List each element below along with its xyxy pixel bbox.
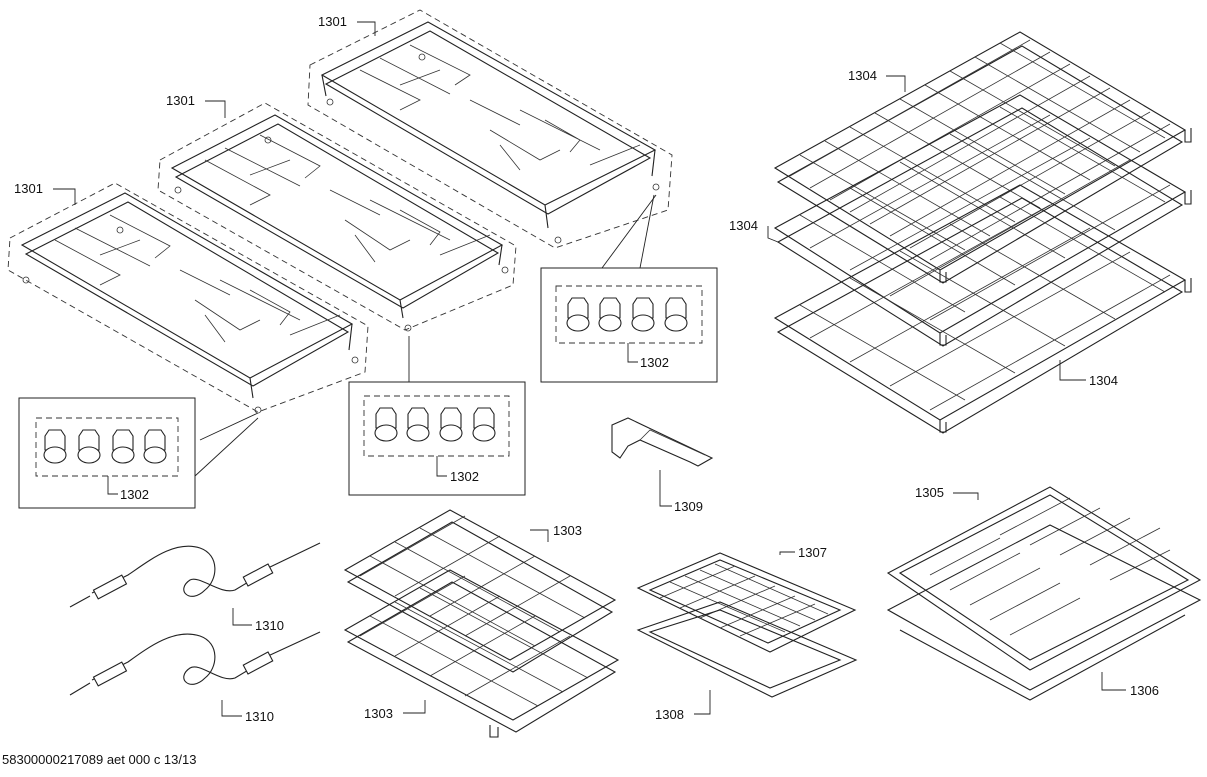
label-1304-bottom: 1304 <box>1089 373 1118 388</box>
oven-rack-1304-middle <box>773 94 1192 347</box>
knob-set-1302-left <box>18 397 259 509</box>
grate-1301-left <box>7 182 369 414</box>
knob-set-1302-middle <box>348 336 526 496</box>
label-1301-middle: 1301 <box>166 93 195 108</box>
label-1310-top: 1310 <box>255 618 284 633</box>
label-1301-top: 1301 <box>318 14 347 29</box>
label-1303-bottom: 1303 <box>364 706 393 721</box>
oven-rack-1304-top <box>773 31 1192 284</box>
label-1305: 1305 <box>915 485 944 500</box>
meat-probe-1310-top <box>69 542 321 608</box>
meat-probe-1310-bottom <box>69 631 321 696</box>
label-1304-middle: 1304 <box>729 218 758 233</box>
grate-1301-middle <box>157 102 517 332</box>
label-1302-middle: 1302 <box>450 469 479 484</box>
broiler-pan-small-1307 <box>636 552 857 653</box>
label-1307: 1307 <box>798 545 827 560</box>
broiler-pan-large-1305 <box>886 486 1202 671</box>
knob-set-1302-right <box>540 194 718 383</box>
label-1306: 1306 <box>1130 683 1159 698</box>
label-1309: 1309 <box>674 499 703 514</box>
label-1308: 1308 <box>655 707 684 722</box>
label-1304-top: 1304 <box>848 68 877 83</box>
label-1301-left: 1301 <box>14 181 43 196</box>
broiler-tray-small-1308 <box>636 601 858 698</box>
grate-1301-top <box>307 9 673 249</box>
bracket-1309 <box>611 417 714 467</box>
label-1302-right: 1302 <box>640 355 669 370</box>
label-1303-top: 1303 <box>553 523 582 538</box>
label-1310-bottom: 1310 <box>245 709 274 724</box>
oven-rack-1304-bottom <box>773 184 1192 434</box>
small-rack-1303-top <box>343 509 617 673</box>
label-1302-left: 1302 <box>120 487 149 502</box>
broiler-tray-large-1306 <box>886 524 1202 701</box>
small-rack-1303-bottom <box>343 569 620 738</box>
document-footer: 58300000217089 aet 000 c 13/13 <box>2 752 197 767</box>
